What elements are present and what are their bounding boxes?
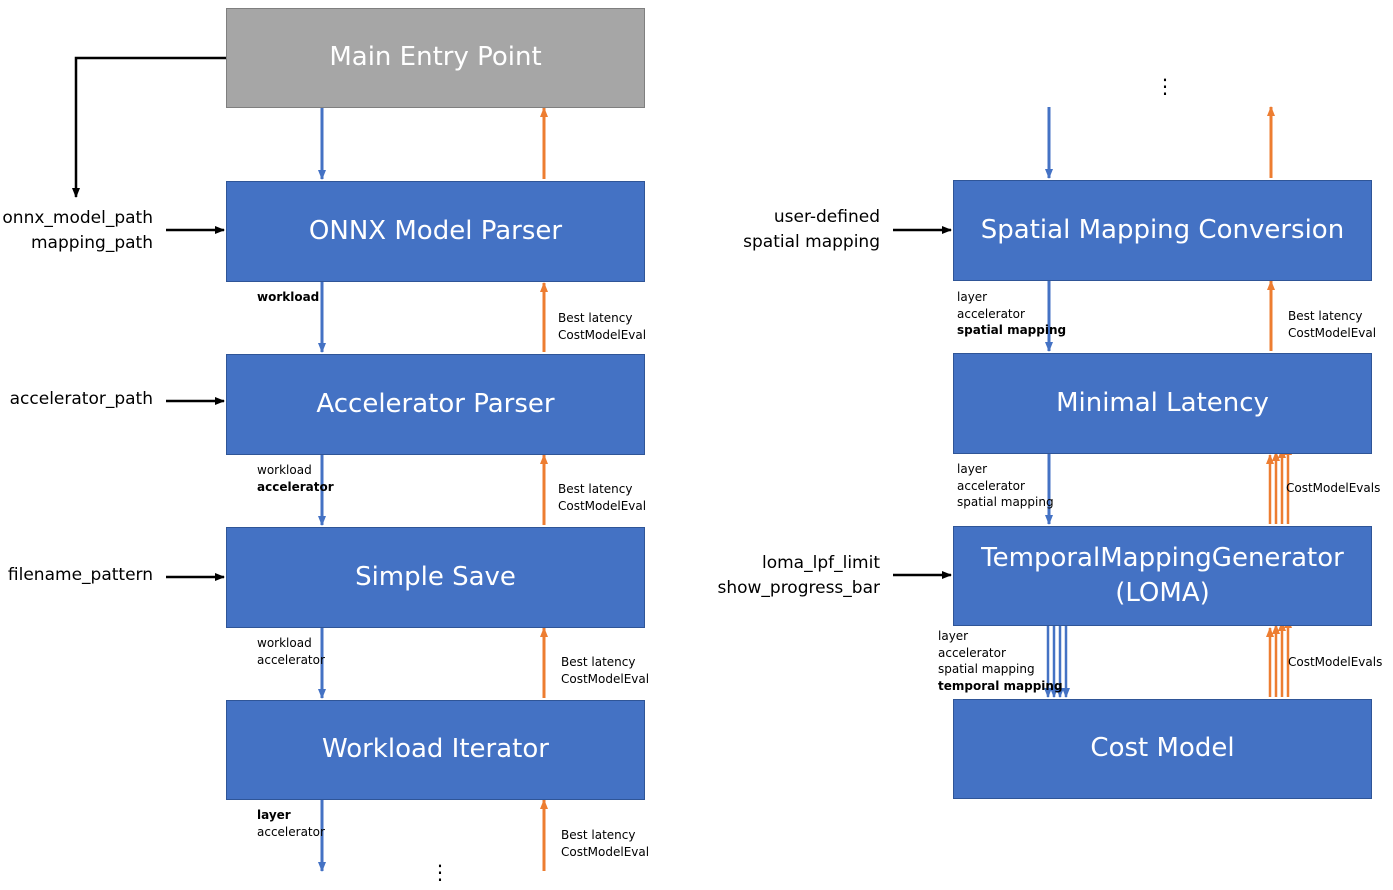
down-label-minimal-tmg: layer accelerator spatial mapping <box>957 461 1054 511</box>
up-label-in-iter: Best latency CostModelEval <box>561 827 649 860</box>
workload-iterator-box: Workload Iterator <box>226 700 645 800</box>
save-inputs-label: filename_pattern <box>8 563 153 588</box>
left-ellipsis: ⋮ <box>430 860 450 884</box>
up-arrows-tmg-minimal <box>1266 445 1292 524</box>
down-label-text: workload <box>257 463 312 477</box>
onnx-inputs-label: onnx_model_path mapping_path <box>2 206 153 256</box>
down-label-text: accelerator <box>957 306 1025 321</box>
tmg-inputs-label: loma_lpf_limit show_progress_bar <box>717 551 880 601</box>
down-label-text: accelerator <box>257 824 325 839</box>
onnx-model-parser-box: ONNX Model Parser <box>226 181 645 282</box>
up-label-text: CostModelEvals <box>1288 655 1383 669</box>
input-user-defined: user-defined <box>773 207 880 227</box>
down-label-text: accelerator <box>957 478 1025 493</box>
up-arrows-cost-tmg <box>1266 618 1292 697</box>
up-label-text: Best latency <box>561 828 636 842</box>
up-label-text: CostModelEval <box>558 498 647 513</box>
down-label-save-iter: workload accelerator <box>257 635 325 668</box>
input-mapping-path: mapping_path <box>31 233 153 253</box>
up-label-cost-tmg: CostModelEvals <box>1288 654 1382 671</box>
simple-save-box: Simple Save <box>226 527 645 628</box>
down-label-accel-save: workload accelerator <box>257 462 334 495</box>
accel-inputs-label: accelerator_path <box>10 387 153 412</box>
input-spatial-mapping: spatial mapping <box>743 232 880 252</box>
down-label-text: spatial mapping <box>957 323 1067 337</box>
down-label-spatial-minimal: layer accelerator spatial mapping <box>957 289 1066 339</box>
cost-model-box: Cost Model <box>953 699 1372 799</box>
up-label-text: CostModelEval <box>1288 325 1377 340</box>
down-label-text: accelerator <box>938 645 1006 660</box>
up-label-text: Best latency <box>561 655 636 669</box>
up-label-text: CostModelEval <box>558 327 647 342</box>
down-label-text: spatial mapping <box>957 495 1054 509</box>
up-label-minimal-spatial: Best latency CostModelEval <box>1288 308 1376 341</box>
accelerator-parser-box: Accelerator Parser <box>226 354 645 455</box>
up-label-iter-save: Best latency CostModelEval <box>561 654 649 687</box>
input-onnx-model-path: onnx_model_path <box>2 208 153 228</box>
up-label-tmg-minimal: CostModelEvals <box>1286 480 1380 497</box>
down-label-text: temporal mapping <box>938 678 1063 693</box>
minimal-latency-box: Minimal Latency <box>953 353 1372 454</box>
spatial-mapping-conversion-box: Spatial Mapping Conversion <box>953 180 1372 281</box>
up-label-text: CostModelEvals <box>1286 481 1381 495</box>
up-label-text: Best latency <box>558 311 633 325</box>
input-show-progress-bar: show_progress_bar <box>717 578 880 598</box>
up-label-accel-onnx: Best latency CostModelEval <box>558 310 646 343</box>
up-label-text: Best latency <box>1288 309 1363 323</box>
up-label-save-accel: Best latency CostModelEval <box>558 481 646 514</box>
down-label-onnx-accel: workload <box>257 289 319 306</box>
down-label-text: workload <box>257 290 320 304</box>
down-label-text: spatial mapping <box>938 662 1035 676</box>
down-label-text: layer <box>938 629 969 643</box>
temporal-mapping-generator-box: TemporalMappingGenerator (LOMA) <box>953 526 1372 626</box>
input-accelerator-path: accelerator_path <box>9 389 153 409</box>
down-label-text: workload <box>257 636 312 650</box>
down-label-iter-out: layer accelerator <box>257 807 325 840</box>
down-label-text: layer <box>957 462 988 476</box>
spatial-inputs-label: user-defined spatial mapping <box>743 205 880 255</box>
down-arrows-tmg-cost <box>1044 626 1070 698</box>
up-label-text: CostModelEval <box>561 844 650 859</box>
up-label-text: Best latency <box>558 482 633 496</box>
right-ellipsis: ⋮ <box>1155 74 1175 98</box>
input-filename-pattern: filename_pattern <box>7 565 153 585</box>
up-label-text: CostModelEval <box>561 671 650 686</box>
main-to-onnx-input-arrow <box>72 56 226 198</box>
down-label-text: accelerator <box>257 652 325 667</box>
down-label-text: layer <box>257 808 291 822</box>
down-label-text: accelerator <box>257 479 334 494</box>
main-entry-point-box: Main Entry Point <box>226 8 645 108</box>
down-label-text: layer <box>957 290 988 304</box>
down-label-tmg-cost: layer accelerator spatial mapping tempor… <box>938 628 1063 694</box>
input-loma-lpf-limit: loma_lpf_limit <box>762 553 880 573</box>
